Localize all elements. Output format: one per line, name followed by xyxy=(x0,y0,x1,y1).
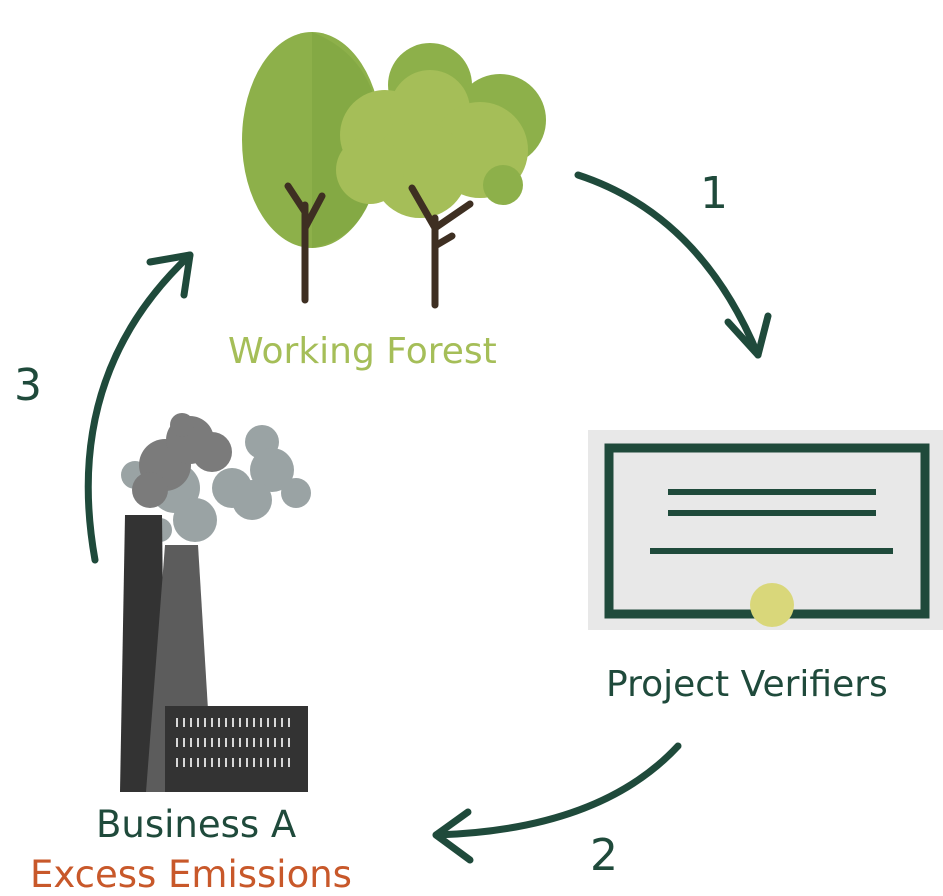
arrow-step-1 xyxy=(574,171,772,359)
arrow-step-2 xyxy=(432,742,682,864)
certificate-icon xyxy=(588,430,943,630)
step-3-number: 3 xyxy=(14,360,42,411)
excess-emissions-label: Excess Emissions xyxy=(30,853,352,896)
factory-icon xyxy=(120,413,311,792)
trees-icon xyxy=(242,32,546,309)
arrow-step-3 xyxy=(84,251,194,564)
business-a-label: Business A xyxy=(96,803,297,846)
working-forest-label: Working Forest xyxy=(228,331,497,372)
project-verifiers-label: Project Verifiers xyxy=(606,664,888,705)
step-1-number: 1 xyxy=(700,168,728,219)
step-2-number: 2 xyxy=(590,830,618,881)
